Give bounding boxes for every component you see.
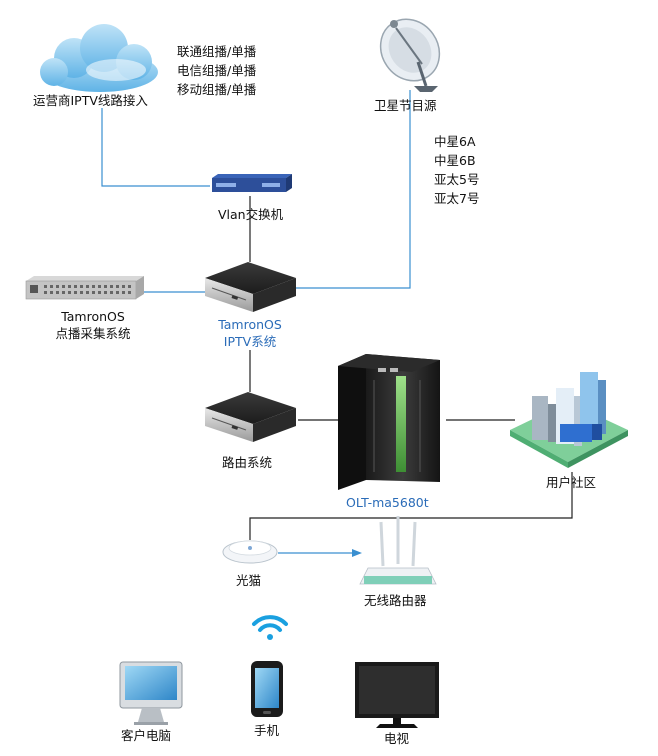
vlan-switch-label: Vlan交换机: [218, 207, 284, 222]
olt-cabinet-icon: [338, 354, 440, 490]
link-community-onu: [249, 472, 573, 540]
tv-icon: [355, 662, 439, 728]
optical-modem-icon: [222, 540, 278, 564]
satellite-channel-zx6b: 中星6B: [434, 153, 476, 168]
wifi-router-label: 无线路由器: [364, 593, 427, 608]
iptv-label-line2: IPTV系统: [223, 334, 277, 349]
onu-label: 光猫: [236, 573, 262, 588]
isp-service-unicom: 联通组播/单播: [177, 44, 257, 59]
satellite-channel-yt5: 亚太5号: [434, 172, 480, 187]
satellite-label: 卫星节目源: [374, 98, 437, 113]
link-satellite-iptv: [296, 90, 411, 289]
satellite-channel-zx6a: 中星6A: [434, 134, 476, 149]
collector-label: TamronOS 点播采集系统: [38, 308, 148, 342]
pc-label: 客户电脑: [121, 728, 172, 743]
router-label: 路由系统: [222, 455, 273, 470]
satellite-channel-yt7: 亚太7号: [434, 191, 480, 206]
link-isp-vlan: [101, 108, 210, 187]
link-onu-wifi: [278, 549, 362, 557]
connection-lines-dark: [249, 196, 573, 540]
mobile-phone-icon: [251, 661, 283, 717]
satellite-channel-list: 中星6A 中星6B 亚太5号 亚太7号: [434, 132, 479, 208]
vlan-switch-icon: [212, 174, 292, 192]
collector-label-line1: TamronOS: [61, 309, 125, 324]
iptv-label-line1: TamronOS: [218, 317, 282, 332]
connection-lines: [101, 90, 411, 293]
community-buildings-icon: [510, 372, 628, 468]
isp-services-list: 联通组播/单播 电信组播/单播 移动组播/单播: [177, 42, 256, 99]
isp-label: 运营商IPTV线路接入: [33, 93, 148, 108]
olt-label: OLT-ma5680t: [346, 495, 429, 510]
collector-label-line2: 点播采集系统: [55, 326, 131, 341]
isp-service-telecom: 电信组播/单播: [177, 63, 257, 78]
iptv-server-icon: [205, 262, 296, 312]
pc-monitor-icon: [119, 661, 183, 725]
cloud-icon: [40, 24, 158, 92]
community-label: 用户社区: [546, 475, 597, 490]
satellite-dish-icon: [379, 18, 441, 92]
wifi-icon: [252, 615, 288, 640]
router-server-icon: [205, 392, 296, 442]
collector-server-icon: [25, 276, 144, 300]
wireless-router-icon: [359, 516, 437, 585]
phone-label: 手机: [254, 723, 280, 738]
tv-label: 电视: [384, 731, 410, 746]
isp-service-mobile: 移动组播/单播: [177, 82, 257, 97]
iptv-label: TamronOS IPTV系统: [200, 316, 300, 350]
